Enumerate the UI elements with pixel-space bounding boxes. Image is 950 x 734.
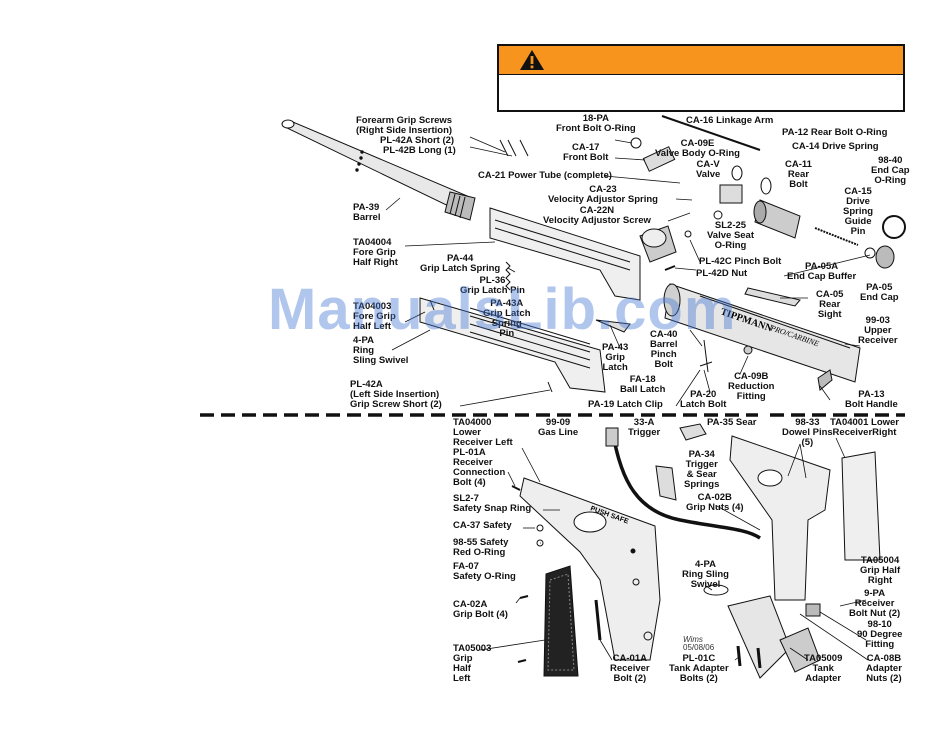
label-ca23: CA-23 Velocity Adjustor Spring xyxy=(548,184,658,205)
artist-signature: Wims xyxy=(683,635,703,644)
linkage-arm xyxy=(661,115,761,151)
label-pl42b-long: PL-42B Long (1) xyxy=(383,145,456,156)
bolt-handle xyxy=(817,369,833,391)
label-ca17: CA-17 Front Bolt xyxy=(563,142,609,163)
gas-line xyxy=(610,429,761,540)
label-pa05a: PA-05A End Cap Buffer xyxy=(787,261,857,282)
label-ta05009: TA05009 Tank Adapter xyxy=(804,653,843,684)
gas-line-fitting xyxy=(605,427,619,447)
label-pl01c: PL-01C Tank Adapter Bolts (2) xyxy=(669,653,729,684)
lower-receiver-left xyxy=(519,477,661,661)
label-ta04001: TA04001 Lower ReceiverRight xyxy=(830,417,899,438)
label-18pa: 18-PA Front Bolt O-Ring xyxy=(556,113,636,134)
ring-sling-swivel-lower xyxy=(703,584,729,596)
label-pa19: PA-19 Latch Clip xyxy=(588,399,663,410)
label-pa44: PA-44 Grip Latch Spring xyxy=(420,253,501,274)
label-pa20: PA-20 Latch Bolt xyxy=(680,389,727,410)
fore-grip-right xyxy=(489,207,641,301)
label-ca14: CA-14 Drive Spring xyxy=(792,141,879,152)
label-pa43a: PA-43A Grip Latch Spring Pin xyxy=(483,298,531,339)
trigger-sear xyxy=(655,423,707,501)
barrel-part xyxy=(281,119,476,221)
valve-group xyxy=(713,165,743,220)
label-4pa-ring: 4-PA Ring Sling Swivel xyxy=(353,335,409,366)
label-ca16: CA-16 Linkage Arm xyxy=(686,115,774,126)
label-pa05: PA-05 End Cap xyxy=(860,282,899,303)
fore-grip-left xyxy=(419,297,606,393)
label-ta04000: TA04000 Lower Receiver Left xyxy=(453,417,513,448)
warning-box xyxy=(497,44,905,112)
label-pl42a-short: PL-42A Short (2) xyxy=(380,135,455,146)
label-ca11: CA-11 Rear Bolt xyxy=(785,159,812,190)
label-ta05003: TA05003 Grip Half Left xyxy=(453,643,492,684)
forearm-screws xyxy=(499,139,529,157)
label-pa39-barrel: PA-39 Barrel xyxy=(353,202,381,223)
label-ca09e: CA-09E Valve Body O-Ring xyxy=(655,138,740,159)
label-pl42a-left: PL-42A (Left Side Insertion) Grip Screw … xyxy=(350,379,442,410)
label-ca01a: CA-01A Receiver Bolt (2) xyxy=(610,653,650,684)
label-9pa: 9-PA Receiver Bolt Nut (2) xyxy=(849,588,901,619)
label-pa13: PA-13 Bolt Handle xyxy=(845,389,898,410)
label-99-09: 99-09 Gas Line xyxy=(538,417,579,438)
label-pa35: PA-35 Sear xyxy=(707,417,757,428)
grip-half-left xyxy=(543,565,579,677)
tank-adapter xyxy=(727,595,821,679)
label-pa43: PA-43 Grip Latch xyxy=(602,342,629,373)
label-ca09b: CA-09B Reduction Fitting xyxy=(728,371,775,402)
upper-receiver xyxy=(663,283,861,383)
label-ca22n: CA-22N Velocity Adjustor Screw xyxy=(543,205,651,226)
end-cap xyxy=(864,215,906,269)
label-sl225: SL2-25 Valve Seat O-Ring xyxy=(707,220,755,251)
label-pa34: PA-34 Trigger & Sear Springs xyxy=(684,449,720,490)
warning-triangle-icon xyxy=(520,50,544,70)
watermark: ManualsLib.com xyxy=(268,277,737,342)
label-ca05: CA-05 Rear Sight xyxy=(816,289,844,320)
label-98-10: 98-10 90 Degree Fitting xyxy=(857,619,903,650)
label-ca37: CA-37 Safety xyxy=(453,520,512,531)
lower-receiver-right xyxy=(729,435,831,601)
label-fa07: FA-07 Safety O-Ring xyxy=(453,561,516,582)
label-4pa-sling: 4-PA Ring Sling Swivel xyxy=(682,559,729,590)
label-ca02a: CA-02A Grip Bolt (4) xyxy=(453,599,508,620)
label-pl42c: PL-42C Pinch Bolt xyxy=(699,256,782,267)
label-98-33: 98-33 Dowel Pins (5) xyxy=(782,417,833,448)
drive-spring xyxy=(814,227,859,246)
small-parts xyxy=(429,230,753,393)
grip-half-right xyxy=(841,451,881,561)
label-ca02b: CA-02B Grip Nuts (4) xyxy=(686,492,744,513)
label-98-55: 98-55 Safety Red O-Ring xyxy=(453,537,509,558)
label-pl42d: PL-42D Nut xyxy=(696,268,748,279)
label-ta05004: TA05004 Grip Half Right xyxy=(860,555,901,586)
label-99-03: 99-03 Upper Receiver xyxy=(858,315,898,346)
drawing-date: 05/08/06 xyxy=(683,643,715,652)
label-33a: 33-A Trigger xyxy=(628,417,661,438)
label-forearm-grip-screws: Forearm Grip Screws (Right Side Insertio… xyxy=(356,115,453,136)
power-tube xyxy=(630,137,677,263)
label-fa18: FA-18 Ball Latch xyxy=(620,374,666,395)
label-ca08b: CA-08B Adapter Nuts (2) xyxy=(866,653,902,684)
lower-bolts xyxy=(511,485,762,669)
label-98-40: 98-40 End Cap O-Ring xyxy=(871,155,910,186)
label-pa12: PA-12 Rear Bolt O-Ring xyxy=(782,127,888,138)
label-ca15: CA-15 Drive Spring Guide Pin xyxy=(843,186,874,237)
label-cav: CA-V Valve xyxy=(696,159,721,180)
grip-latch-spring xyxy=(505,261,511,291)
label-sl27: SL2-7 Safety Snap Ring xyxy=(453,493,532,514)
label-ta04003: TA04003 Fore Grip Half Left xyxy=(353,301,396,332)
label-pl01a: PL-01A Receiver Connection Bolt (4) xyxy=(453,447,506,488)
label-ca40: CA-40 Barrel Pinch Bolt xyxy=(650,329,678,370)
leader-lines xyxy=(385,136,871,661)
label-ta04004: TA04004 Fore Grip Half Right xyxy=(353,237,398,268)
rear-sight xyxy=(744,287,801,307)
rear-bolt xyxy=(753,177,801,239)
label-pl36: PL-36 Grip Latch Pin xyxy=(460,275,525,296)
label-ca21: CA-21 Power Tube (complete) xyxy=(478,170,612,181)
warning-bar xyxy=(499,46,903,75)
